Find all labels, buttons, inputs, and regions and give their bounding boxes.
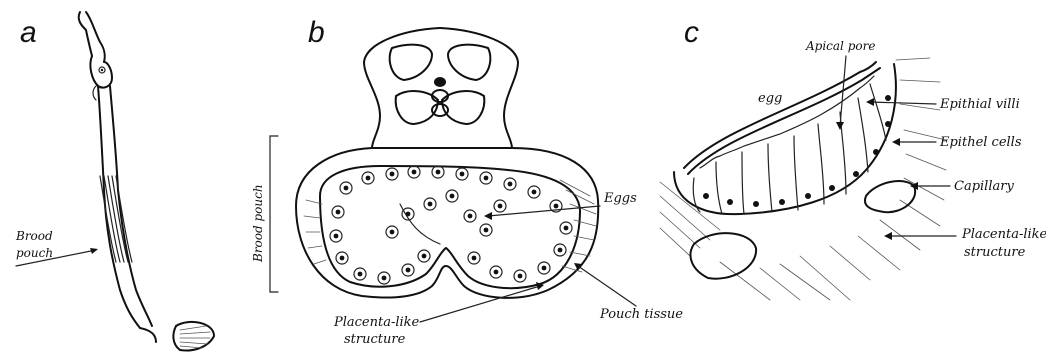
- eggs-arrowhead: [484, 212, 492, 220]
- capillary-1: [865, 181, 915, 212]
- pipefish-drawing: [79, 12, 214, 350]
- panel-letter-b: b: [308, 16, 325, 49]
- epithel-cells-arrowhead: [892, 138, 900, 146]
- brood-pouch-bracket: [270, 136, 278, 292]
- epithel-cells-label: Epithel cells: [939, 135, 1022, 150]
- placenta-like-label-c-line1: Placenta-like: [961, 227, 1046, 242]
- panel-c: c: [660, 16, 1046, 300]
- pouch-tissue-label: Pouch tissue: [599, 307, 683, 322]
- placenta-arrow-b: [420, 286, 540, 322]
- panel-letter-a: a: [20, 16, 37, 49]
- capillary-2: [690, 233, 756, 279]
- capillary-label: Capillary: [954, 179, 1014, 194]
- apical-pore-arrowhead: [836, 122, 844, 130]
- epithial-villi-arrowhead: [866, 98, 874, 106]
- placenta-hatching: [660, 58, 946, 300]
- placenta-like-label-c-line2: structure: [964, 245, 1026, 260]
- epithial-villi-arrow: [870, 102, 936, 104]
- pouch-tissue-arrow: [578, 266, 636, 306]
- brood-pouch-vertical-label: Brood pouch: [251, 184, 265, 263]
- brood-pouch-label-line2: pouch: [16, 246, 53, 260]
- panel-b: b Brood pouch: [251, 16, 683, 347]
- egg-label: egg: [758, 91, 782, 106]
- placenta-like-label-b-line1: Placenta-like: [333, 315, 420, 330]
- eggs-arrow: [488, 206, 600, 216]
- eggs-label: Eggs: [603, 191, 637, 206]
- epithelium: [674, 62, 896, 214]
- brood-pouch-arrowhead: [90, 248, 98, 254]
- placenta-like-label-b-line2: structure: [344, 332, 406, 347]
- egg-cluster: [304, 166, 596, 284]
- epithial-villi-label: Epithial villi: [939, 97, 1020, 112]
- panel-a: a Brood pouch: [15, 12, 214, 350]
- brood-pouch-label-line1: Brood: [15, 229, 53, 243]
- panel-letter-c: c: [684, 16, 699, 49]
- placenta-arrowhead-c: [884, 232, 892, 240]
- apical-pore-label: Apical pore: [805, 39, 875, 53]
